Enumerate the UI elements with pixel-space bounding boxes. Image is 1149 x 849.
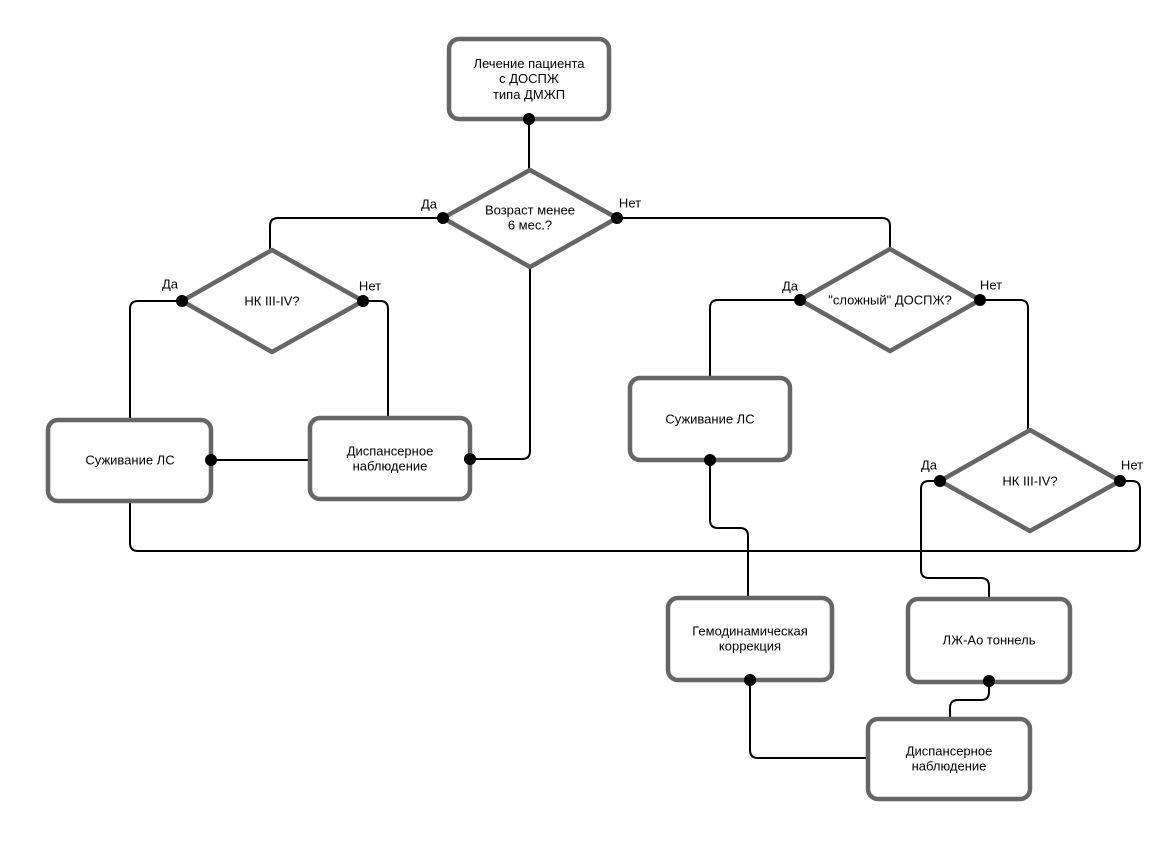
edge-hemodynamic-to-followup-bottom [749, 680, 868, 759]
connector-dot [523, 113, 535, 125]
connector-dot [744, 674, 756, 686]
connector-dot [464, 453, 476, 465]
banding-right-node-shape [627, 375, 793, 463]
connector-dot [934, 475, 946, 487]
edge-tunnel-to-followup-bottom [949, 682, 990, 719]
edge-age-yes-to-nk-left [269, 217, 443, 250]
tunnel-node-shape [905, 596, 1073, 685]
edges-layer [129, 119, 1141, 759]
connector-dot [983, 675, 995, 687]
edge-nk-right-no-to-banding-left [129, 480, 1141, 552]
connector-dot [1114, 475, 1126, 487]
edge-banding-right-to-hemodynamic [709, 460, 749, 598]
connector-dot [974, 294, 986, 306]
shapes-layer [45, 36, 1123, 802]
connector-dots-layer [176, 113, 1126, 687]
connector-dot [611, 212, 623, 224]
start-node-shape [446, 36, 612, 122]
edge-nk-right-yes-to-tunnel [920, 480, 990, 599]
nk-right-decision-shape [937, 427, 1123, 534]
edge-complex-no-to-nk-right [980, 299, 1029, 430]
complex-decision-shape [797, 246, 983, 354]
followup-bottom-node-shape [865, 716, 1033, 802]
edge-followup-mid-to-age [470, 267, 531, 460]
edge-age-no-to-complex [617, 217, 891, 249]
hemodynamic-node-shape [665, 595, 835, 683]
banding-left-node-shape [45, 417, 214, 504]
followup-mid-node-shape [307, 415, 473, 502]
connector-dot [794, 294, 806, 306]
age-decision-shape [440, 167, 620, 270]
edge-complex-yes-to-banding-right [709, 299, 800, 378]
connector-dot [357, 295, 369, 307]
nk-left-decision-shape [179, 247, 366, 355]
edge-nk-left-no-to-followup-mid [363, 300, 389, 418]
edge-nk-left-yes-to-banding-left [129, 300, 182, 420]
connector-dot [437, 212, 449, 224]
connector-dot [176, 295, 188, 307]
connector-dot [205, 454, 217, 466]
connector-dot [704, 454, 716, 466]
